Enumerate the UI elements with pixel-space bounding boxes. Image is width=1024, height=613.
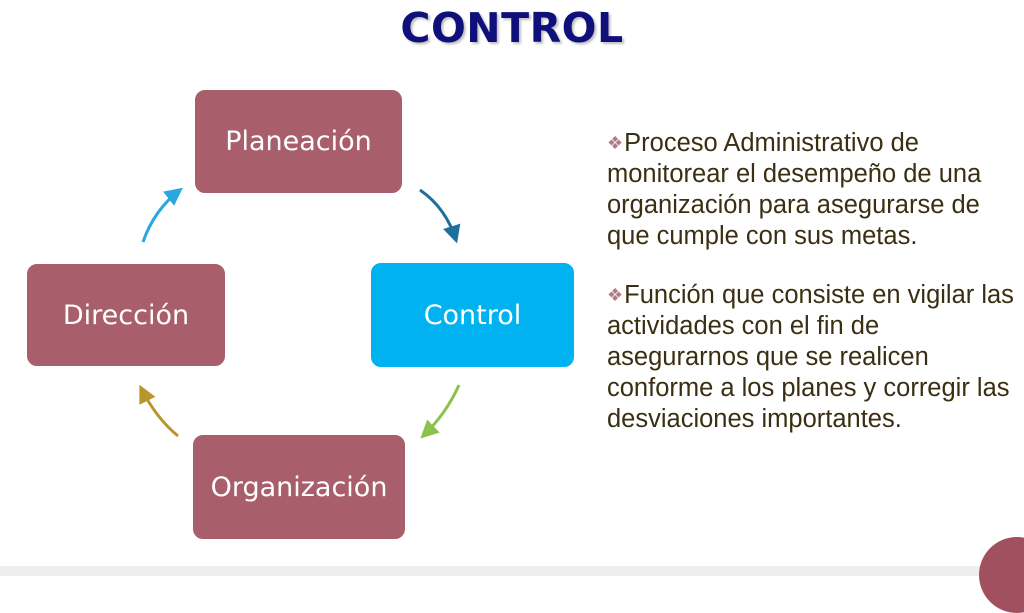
footer-bar [0, 566, 1024, 576]
paragraph-1-text: Proceso Administrativo de monitorear el … [607, 129, 982, 250]
paragraph-2-text: Función que consiste en vigilar las acti… [607, 281, 1014, 433]
description-text: ❖Proceso Administrativo de monitorear el… [607, 128, 1017, 463]
diamond-bullet-icon: ❖ [607, 285, 624, 305]
arrow-planeacion-to-control [419, 188, 461, 244]
node-direccion: Dirección [25, 262, 227, 368]
arrow-direccion-to-planeacion [141, 187, 183, 243]
cycle-arrows [139, 187, 461, 439]
arrow-control-to-organizacion [420, 384, 461, 439]
node-planeacion: Planeación [193, 88, 404, 195]
slide-title: CONTROL [400, 4, 624, 52]
node-control: Control [369, 261, 576, 369]
paragraph-2: ❖Función que consiste en vigilar las act… [607, 280, 1017, 435]
arrow-organizacion-to-direccion [139, 384, 179, 438]
paragraph-1: ❖Proceso Administrativo de monitorear el… [607, 128, 1017, 252]
node-organizacion: Organización [191, 433, 407, 541]
diamond-bullet-icon: ❖ [607, 133, 624, 153]
